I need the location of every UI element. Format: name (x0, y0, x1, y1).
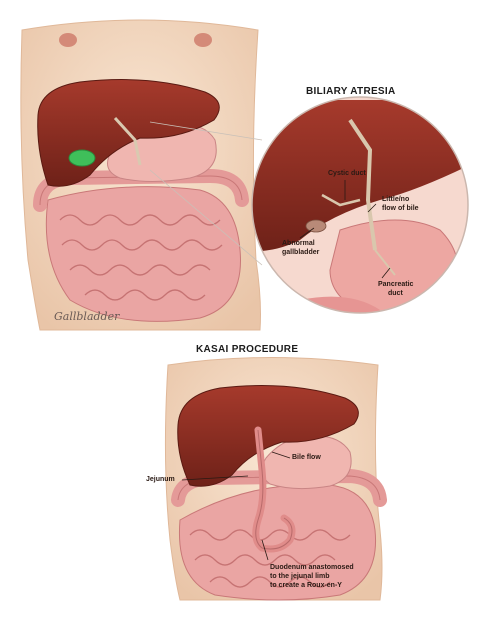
kasai-procedure-title: KASAI PROCEDURE (196, 344, 298, 355)
label-little-flow-line1: Little/no (382, 196, 409, 204)
nipple-left (59, 33, 77, 47)
label-abnormal-gallbladder-line1: Abnormal (282, 240, 315, 248)
nipple-right (194, 33, 212, 47)
label-cystic-duct: Cystic duct (328, 170, 366, 178)
label-duodenum-line2: to the jejunal limb (270, 573, 330, 581)
label-pancreatic-duct-line2: duct (388, 290, 403, 298)
label-bile-flow: Bile flow (292, 454, 321, 462)
label-jejunum: Jejunum (146, 476, 175, 484)
label-duodenum-line3: to create a Roux-en-Y (270, 582, 342, 590)
biliary-atresia-title: BILIARY ATRESIA (306, 86, 396, 97)
label-abnormal-gallbladder-line2: gallbladder (282, 249, 319, 257)
top-gallbladder (69, 150, 95, 166)
label-little-flow-line2: flow of bile (382, 205, 419, 213)
label-duodenum-line1: Duodenum anastomosed (270, 564, 354, 572)
biliary-atresia-inset (240, 97, 480, 330)
artist-signature: Gallbladder (54, 310, 119, 323)
top-intestines (40, 176, 242, 321)
label-pancreatic-duct-line1: Pancreatic (378, 281, 413, 289)
